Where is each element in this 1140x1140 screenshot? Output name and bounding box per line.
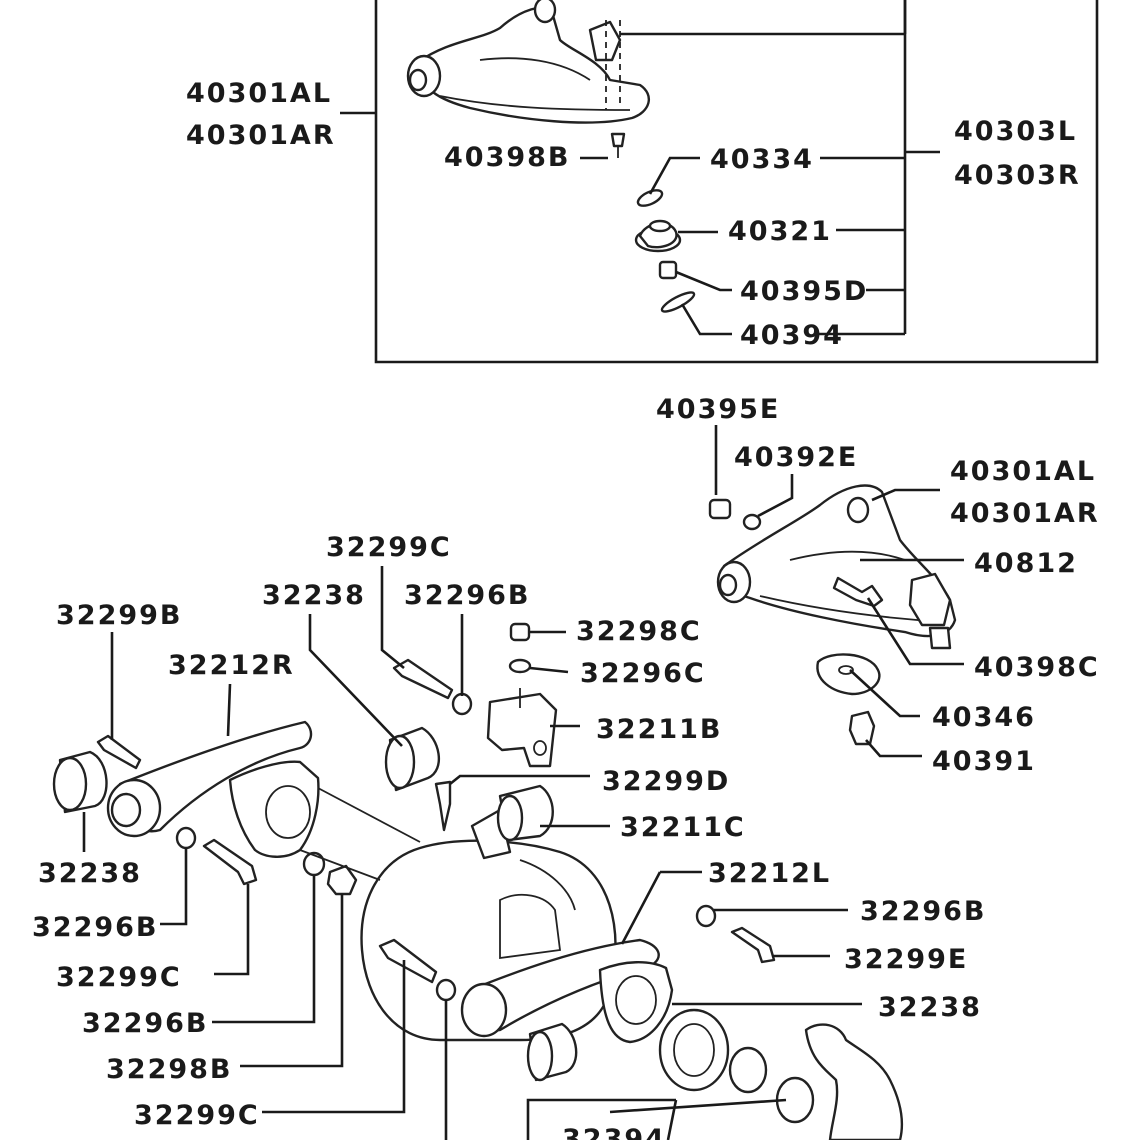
label-32212r: 32212R xyxy=(168,650,295,681)
arm-drawing-32212l xyxy=(460,938,674,1044)
label-40394: 40394 xyxy=(740,320,844,351)
label-40301ar-right: 40301AR xyxy=(950,498,1100,529)
nut-icon-40395e xyxy=(708,498,732,520)
bushing-icon-top-32238 xyxy=(384,726,441,792)
washer-icon-32296b-right xyxy=(695,904,717,928)
label-32238-top: 32238 xyxy=(262,580,366,611)
label-32238-right: 32238 xyxy=(878,992,982,1023)
nut-icon-32298c xyxy=(509,622,531,642)
bolt-icon-32299b xyxy=(96,734,142,770)
bushing-icon-right-32238 xyxy=(526,1022,578,1082)
label-40395e: 40395E xyxy=(656,394,780,425)
label-32299e: 32299E xyxy=(844,944,968,975)
top-box-frame xyxy=(374,0,1099,364)
label-32298b: 32298B xyxy=(106,1054,233,1085)
labels: 40301AL 40301AR 40398B 40303L 40303R 403… xyxy=(32,78,1100,1140)
label-40301al-right: 40301AL xyxy=(950,456,1096,487)
washer-icon-32296b-low xyxy=(302,851,326,877)
label-32299c-low: 32299C xyxy=(134,1100,260,1131)
label-32299c-top: 32299C xyxy=(326,532,452,563)
label-32299d: 32299D xyxy=(602,766,730,797)
label-40321: 40321 xyxy=(728,216,832,247)
label-40303r: 40303R xyxy=(954,160,1081,191)
label-40398b: 40398B xyxy=(444,142,571,173)
boot-icon-40321 xyxy=(634,219,682,253)
label-40391: 40391 xyxy=(932,746,1036,777)
label-32296b-top: 32296B xyxy=(404,580,531,611)
upper-arm-drawing-right xyxy=(716,484,957,650)
top-box xyxy=(340,0,1099,364)
label-40392e: 40392E xyxy=(734,442,858,473)
label-32299b: 32299B xyxy=(56,600,183,631)
label-32298c: 32298C xyxy=(576,616,702,647)
bolt-icon-32299c-top xyxy=(392,658,454,700)
label-40301al-top: 40301AL xyxy=(186,78,332,109)
bolt-icon-32299c-low xyxy=(378,938,438,984)
label-32296c: 32296C xyxy=(580,658,706,689)
label-32211c: 32211C xyxy=(620,812,746,843)
right-assembly xyxy=(708,425,964,758)
bushing-icon-left-32238 xyxy=(52,750,108,814)
ring-icon-40334 xyxy=(636,189,664,207)
washer-icon-40392e xyxy=(742,513,762,531)
label-32296b-left: 32296B xyxy=(32,912,159,943)
pin-icon-40394 xyxy=(660,291,696,313)
label-40301ar-top: 40301AR xyxy=(186,120,336,151)
label-32296b-right: 32296B xyxy=(860,896,987,927)
label-32299c-left: 32299C xyxy=(56,962,182,993)
washer-icon-32296b-bottom xyxy=(435,978,457,1002)
nut-icon-40391 xyxy=(848,710,876,746)
label-40346: 40346 xyxy=(932,702,1036,733)
label-40812: 40812 xyxy=(974,548,1078,579)
knuckle-drawing xyxy=(804,1023,904,1140)
label-32212l: 32212L xyxy=(708,858,831,889)
label-32394: 32394 xyxy=(562,1124,666,1140)
label-32211b: 32211B xyxy=(596,714,723,745)
bolt-icon-32299d xyxy=(434,780,452,832)
label-40395d: 40395D xyxy=(740,276,868,307)
bracket-icon-32211b xyxy=(486,688,558,768)
bolt-icon-40398b xyxy=(610,132,626,158)
bracket-icon-32211c xyxy=(470,784,554,860)
washer-icon-32296b-top xyxy=(451,692,473,716)
washer-icon-32296b-left xyxy=(175,826,197,850)
label-32238-left: 32238 xyxy=(38,858,142,889)
seal-icon xyxy=(658,1008,815,1124)
label-40334: 40334 xyxy=(710,144,814,175)
nut-icon-40395d xyxy=(658,260,678,280)
rear-assembly xyxy=(52,566,904,1140)
label-40398c: 40398C xyxy=(974,652,1100,683)
label-32296b-low: 32296B xyxy=(82,1008,209,1039)
bolt-icon-32299c-left xyxy=(202,838,258,886)
washer-icon-32296c xyxy=(508,658,532,674)
arm-drawing-32212r xyxy=(106,720,320,858)
label-40303l: 40303L xyxy=(954,116,1077,147)
bolt-icon-32299e xyxy=(730,926,776,964)
upper-arm-drawing-top xyxy=(406,0,651,124)
nut-icon-32298b xyxy=(326,864,358,896)
